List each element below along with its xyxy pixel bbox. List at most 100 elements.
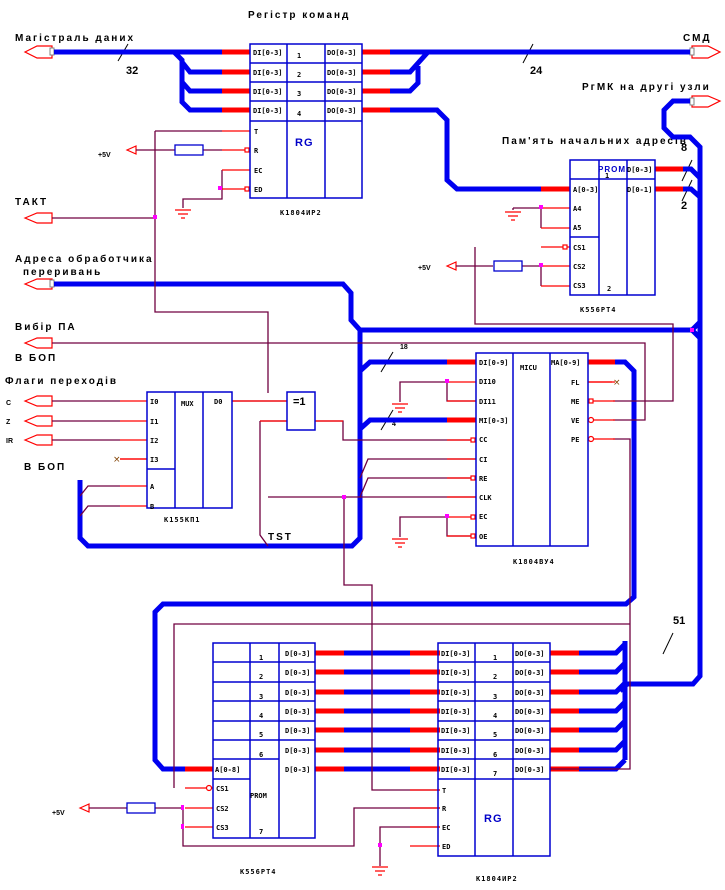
section-num: 5 bbox=[493, 731, 497, 739]
port-interrupt-addr[interactable] bbox=[23, 278, 55, 290]
pin-do: DO[0-3] bbox=[515, 650, 545, 658]
pin-i0: I0 bbox=[150, 398, 158, 406]
pin-di: DI[0-3] bbox=[441, 747, 471, 755]
pin-oe: OE bbox=[479, 533, 487, 541]
pin-a4: A4 bbox=[573, 205, 581, 213]
micu-input-bus bbox=[77, 330, 363, 549]
pin-ma: MA[0-9] bbox=[551, 359, 581, 367]
bus-width-32: 32 bbox=[126, 65, 138, 77]
pin-ci: CI bbox=[479, 456, 487, 464]
section-num: 7 bbox=[259, 828, 263, 836]
chip-name: MUX bbox=[181, 400, 194, 408]
chip-micu[interactable]: DI[0-9] DI10 DI11 MI[0-3] CC CI RE CLK E… bbox=[475, 352, 589, 566]
pin-di10: DI10 bbox=[479, 378, 496, 386]
ground-icon bbox=[392, 403, 408, 413]
pin-i2: I2 bbox=[150, 437, 158, 445]
port-flag-ir[interactable] bbox=[23, 434, 53, 446]
chip-rg-bottom[interactable]: DI[0-3] DI[0-3] DI[0-3] DI[0-3] DI[0-3] … bbox=[437, 642, 551, 883]
label-start-addr-memory: Пам'ять начальних адресів bbox=[502, 136, 688, 147]
pin-a5: A5 bbox=[573, 224, 581, 232]
pin-a: A bbox=[150, 483, 155, 491]
pin-di: DI[0-3] bbox=[253, 69, 283, 77]
label-command-register: Регістр команд bbox=[248, 10, 350, 21]
section-num: 7 bbox=[493, 770, 497, 778]
chip-rg-top[interactable]: DI[0-3] DI[0-3] DI[0-3] DI[0-3] 1 2 3 4 … bbox=[249, 43, 363, 217]
pin-r: R bbox=[442, 805, 447, 813]
port-clock[interactable] bbox=[23, 212, 53, 224]
section-num: 4 bbox=[493, 712, 497, 720]
bus-pin-ends bbox=[185, 49, 683, 772]
pin-a: A[0-8] bbox=[215, 766, 240, 774]
vcc-arrow-2 bbox=[445, 261, 457, 271]
bus-width-2: 2 bbox=[681, 200, 687, 212]
pin-do: DO[0-3] bbox=[327, 49, 357, 57]
ground-icon bbox=[392, 538, 408, 548]
pin-di: DI[0-3] bbox=[441, 727, 471, 735]
ground-icon bbox=[505, 208, 521, 221]
bus-width-51: 51 bbox=[673, 615, 685, 627]
pin-di: DI[0-3] bbox=[441, 669, 471, 677]
port-data-bus[interactable] bbox=[23, 45, 55, 59]
pin-d: D[0-3] bbox=[285, 727, 310, 735]
pin-d: D[0-3] bbox=[285, 747, 310, 755]
chip-part-number: К1804ИР2 bbox=[280, 209, 322, 217]
chip-name: PROM bbox=[250, 792, 267, 800]
label-rgmk-other: РгМК на другі узли bbox=[582, 82, 711, 93]
chip-name: PROM bbox=[598, 165, 626, 174]
micu-mi-bus bbox=[358, 417, 476, 431]
pin-do: DO[0-3] bbox=[327, 107, 357, 115]
nc-mark-micu-fl: × bbox=[613, 378, 621, 388]
section-num: 1 bbox=[259, 654, 263, 662]
section-num: 2 bbox=[297, 71, 301, 79]
resistor-1 bbox=[174, 144, 204, 156]
pin-a: A[0-3] bbox=[573, 186, 598, 194]
gate-xor[interactable]: =1 bbox=[286, 391, 316, 431]
port-flag-c[interactable] bbox=[23, 395, 53, 407]
pin-mi: MI[0-3] bbox=[479, 417, 509, 425]
label-plus5v-1: +5V bbox=[98, 152, 111, 159]
section-num: 2 bbox=[607, 285, 611, 293]
pin-do: DO[0-3] bbox=[327, 88, 357, 96]
section-num: 2 bbox=[493, 673, 497, 681]
bus-width-8: 8 bbox=[681, 142, 687, 154]
pin-ed: ED bbox=[254, 186, 262, 194]
pin-t: T bbox=[254, 128, 258, 136]
pin-do: DO[0-3] bbox=[515, 708, 545, 716]
chip-mux[interactable]: I0 I1 I2 I3 A B MUX D0 К155КП1 bbox=[146, 391, 233, 524]
bus-width-4: 4 bbox=[392, 421, 396, 428]
pin-di: DI[0-3] bbox=[253, 107, 283, 115]
section-num: 1 bbox=[605, 172, 609, 180]
section-num: 4 bbox=[297, 110, 301, 118]
pin-do: DO[0-3] bbox=[515, 669, 545, 677]
label-flag-ir: IR bbox=[6, 438, 13, 445]
label-interrupt-addr-2: переривань bbox=[23, 267, 102, 278]
pin-ve: VE bbox=[571, 417, 579, 425]
pin-d: D[0-3] bbox=[285, 650, 310, 658]
chip-part-number: К1804ВУ4 bbox=[513, 558, 555, 566]
ground-icon bbox=[372, 866, 388, 876]
label-branch-flags: Флаги переходів bbox=[5, 376, 118, 387]
port-flag-z[interactable] bbox=[23, 415, 53, 427]
port-pa-select[interactable] bbox=[23, 337, 53, 349]
pin-di: DI[0-3] bbox=[441, 650, 471, 658]
bus-tick bbox=[662, 632, 674, 655]
pin-cs3: CS3 bbox=[216, 824, 229, 832]
label-clock: ТАКТ bbox=[15, 197, 48, 208]
port-smd[interactable] bbox=[689, 45, 722, 59]
chip-prom-bottom[interactable]: 1 2 3 4 5 6 7 D[0-3] D[0-3] D[0-3] D[0-3… bbox=[212, 642, 316, 876]
pin-di: DI[0-3] bbox=[253, 49, 283, 57]
port-rgmk-other[interactable] bbox=[689, 95, 722, 108]
pin-d: D[0-3] bbox=[285, 766, 310, 774]
pin-do: DO[0-3] bbox=[515, 727, 545, 735]
pin-cs1: CS1 bbox=[573, 244, 586, 252]
label-pa-select: Вибір ПА bbox=[15, 321, 77, 333]
pin-d: D[0-1] bbox=[627, 186, 652, 194]
label-smd: СМД bbox=[683, 33, 712, 44]
label-flag-z: Z bbox=[6, 419, 11, 426]
section-num: 5 bbox=[259, 731, 263, 739]
chip-prom-top[interactable]: PROM 1 2 D[0-3] D[0-1] A[0-3] A4 A5 CS1 … bbox=[569, 159, 656, 314]
resistor-2 bbox=[493, 260, 523, 272]
section-num: 3 bbox=[493, 693, 497, 701]
label-tst: TST bbox=[268, 532, 293, 543]
pin-ec: EC bbox=[254, 167, 262, 175]
